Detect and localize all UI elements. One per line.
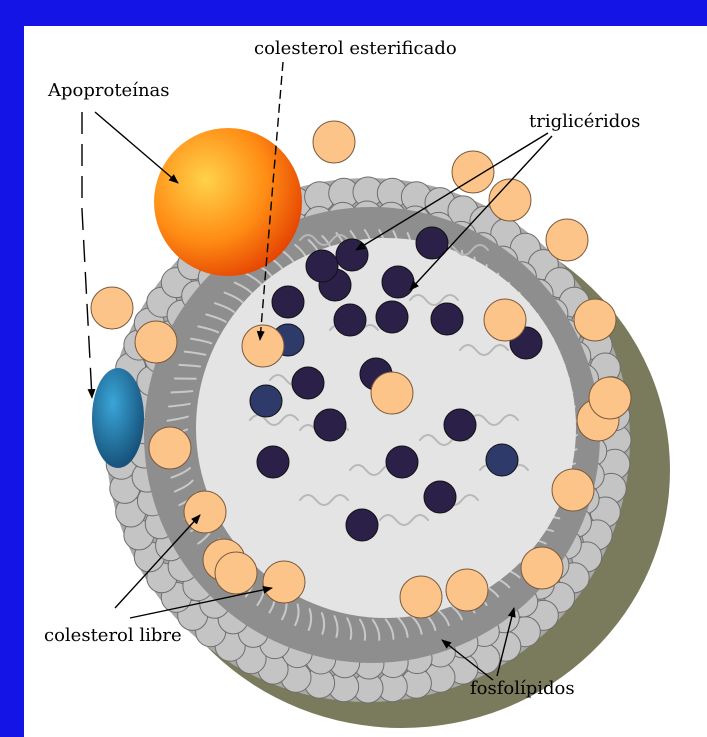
free-cholesterol: [400, 576, 442, 618]
free-cholesterol: [446, 569, 488, 611]
esterified-cholesterol: [484, 299, 526, 341]
free-cholesterol: [452, 151, 494, 193]
arrow-apoproteinas-orange: [95, 112, 178, 183]
esterified-cholesterol: [242, 325, 284, 367]
triglyceride: [334, 304, 366, 336]
apoprotein-orange: [154, 128, 302, 276]
triglyceride: [336, 239, 368, 271]
label-colesterol-esterificado: colesterol esterificado: [254, 40, 457, 58]
free-cholesterol: [184, 491, 226, 533]
triglyceride: [250, 385, 282, 417]
triglyceride: [314, 409, 346, 441]
triglyceride: [486, 444, 518, 476]
free-cholesterol: [263, 561, 305, 603]
triglyceride: [376, 301, 408, 333]
free-cholesterol: [489, 179, 531, 221]
label-colesterol-libre: colesterol libre: [44, 627, 182, 645]
free-cholesterol: [215, 552, 257, 594]
free-cholesterol: [574, 299, 616, 341]
esterified-cholesterol: [371, 372, 413, 414]
triglyceride: [292, 367, 324, 399]
triglyceride: [431, 303, 463, 335]
free-cholesterol: [91, 287, 133, 329]
triglyceride: [382, 266, 414, 298]
triglyceride: [444, 409, 476, 441]
free-cholesterol: [149, 427, 191, 469]
triglyceride: [257, 446, 289, 478]
triglyceride: [424, 481, 456, 513]
label-trigliceridos: triglicéridos: [529, 113, 640, 131]
triglyceride: [386, 446, 418, 478]
free-cholesterol: [546, 219, 588, 261]
apoprotein-blue: [92, 368, 144, 468]
free-cholesterol: [135, 321, 177, 363]
free-cholesterol: [313, 121, 355, 163]
lipid-tail: [172, 391, 193, 392]
label-fosfolipidos: fosfolípidos: [470, 680, 575, 698]
free-cholesterol: [552, 469, 594, 511]
free-cholesterol: [521, 547, 563, 589]
arrow-apoproteinas-blue: [82, 112, 92, 398]
triglyceride: [346, 509, 378, 541]
triglyceride: [272, 286, 304, 318]
label-apoproteinas: Apoproteínas: [48, 82, 170, 100]
free-cholesterol: [589, 377, 631, 419]
triglyceride: [306, 250, 338, 282]
